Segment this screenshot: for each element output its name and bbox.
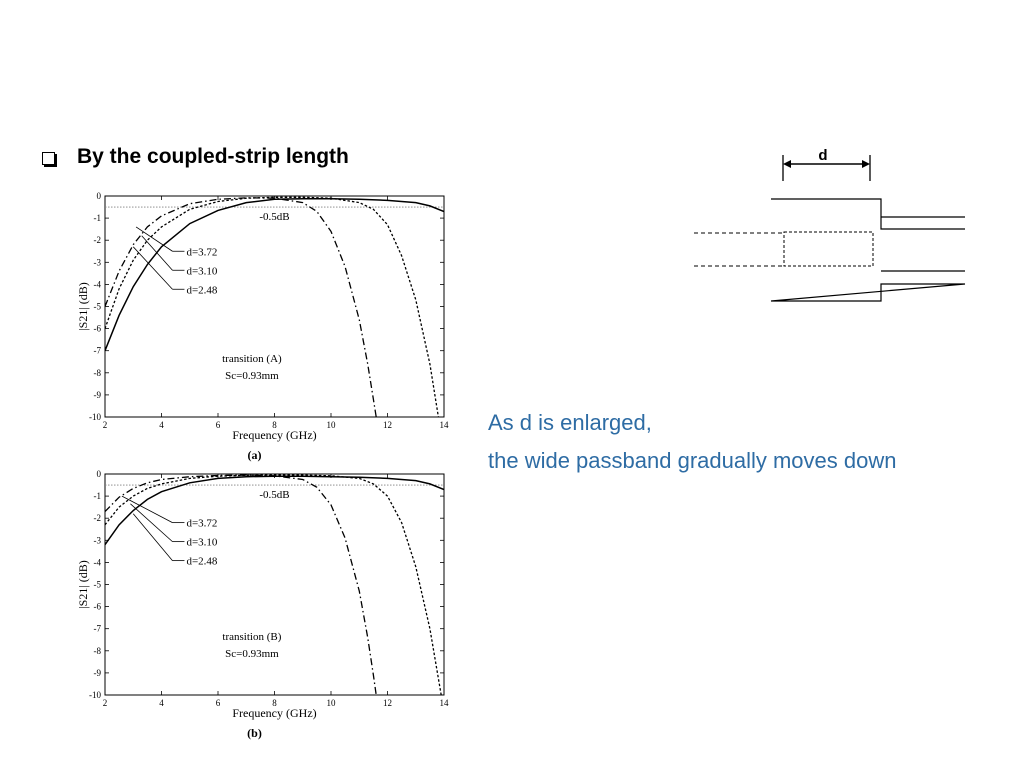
chart-a-legend-entry: d=3.10 [186,265,217,277]
chart-a-series-d-3-72 [105,197,377,417]
chart-b-xtick-label: 4 [159,698,164,708]
chart-b-ytick-label: -6 [94,602,102,612]
chart-a-ytick-label: -10 [89,412,101,422]
chart-b-ytick-label: -8 [94,646,102,656]
chart-b-ytick-label: -9 [94,668,102,678]
chart-a-xtick-label: 6 [216,420,221,430]
chart-a-ytick-label: -8 [94,368,102,378]
dimension-label: d [818,147,827,164]
bullet-text: By the coupled-strip length [77,145,349,168]
chart-b-annotation-transition: transition (B) [222,631,281,643]
chart-b-legend-leader [130,503,173,542]
chart-b-series-d-3-10 [105,474,442,695]
chart-b-ytick-label: -3 [94,535,102,545]
chart-a-legend-entry: d=3.72 [186,246,217,258]
chart-b-xtick-label: 6 [216,698,221,708]
chart-a-plot-frame [104,195,445,418]
chart-b-xtick-label: 12 [383,698,392,708]
chart-a-xtick-label: 2 [103,420,108,430]
chart-a-ylabel: |S21| (dB) [78,282,90,330]
chart-a-series-d-2-48 [105,197,444,351]
chart-a-annotation-transition: transition (A) [222,353,282,365]
chart-b-xtick-label: 2 [103,698,108,708]
chart-a-ytick-label: -9 [94,390,102,400]
outer-conductor [770,198,966,302]
chart-a-ytick-label: -2 [94,235,102,245]
coupled-strip [783,231,874,267]
note-line-1: As d is enlarged, [488,410,652,435]
chart-a-ytick-label: -3 [94,257,102,267]
chart-a-ytick-label: -1 [94,213,102,223]
chart-a-xtick-label: 12 [383,420,392,430]
chart-a-ytick-label: -7 [94,346,102,356]
chart-a: 0 -1 -2 -3 -4 -5 -6 -7 -8 -9 -102 4 6 8 10 12 14 -0.5dB d=… [78,191,450,462]
chart-b-annotation-sc: Sc=0.93mm [225,648,279,660]
chart-b-legend-entry: d=3.72 [186,518,217,530]
coupled-strip-schematic: d [694,147,966,302]
checkbox-bullet-icon [42,151,55,165]
chart-a-panel-label: (a) [248,448,262,462]
chart-a-ytick-label: -5 [94,302,102,312]
note-line-2: the wide passband gradually moves down [488,448,897,473]
chart-b-legend-entry: d=3.10 [186,537,217,549]
chart-b-ytick-label: 0 [97,469,102,479]
chart-a-ytick-label: 0 [97,191,102,201]
chart-b: 0 -1 -2 -3 -4 -5 -6 -7 -8 -9 -102 4 6 8 10 12 14 -0.5dB d=… [78,469,450,740]
chart-a-series-d-3-10 [105,196,440,417]
chart-a-reference-label: -0.5dB [259,211,289,223]
chart-b-legend-leader [132,513,173,561]
chart-b-ytick-label: -2 [94,513,102,523]
chart-b-xlabel: Frequency (GHz) [232,706,316,720]
chart-b-ylabel: |S21| (dB) [78,560,90,608]
chart-a-xtick-label: 10 [327,420,337,430]
arrowhead-right-icon [862,160,870,168]
chart-a-xtick-label: 8 [272,420,277,430]
chart-a-legend-leader [135,226,173,252]
chart-b-legend-leader [121,495,173,523]
chart-b-panel-label: (b) [247,726,262,740]
chart-a-legend-leader [132,246,173,290]
chart-a-legend-leader [141,235,173,271]
chart-b-series-d-2-48 [105,475,444,546]
chart-b-ytick-label: -10 [89,690,101,700]
arrowhead-left-icon [783,160,791,168]
chart-a-xtick-label: 14 [440,420,450,430]
chart-b-ytick-label: -5 [94,580,102,590]
chart-b-ytick-label: -7 [94,624,102,634]
chart-b-series-d-3-72 [105,474,377,695]
chart-a-xlabel: Frequency (GHz) [232,428,316,442]
chart-b-ytick-label: -1 [94,491,102,501]
chart-b-reference-label: -0.5dB [259,489,289,501]
chart-b-ytick-label: -4 [94,557,102,567]
chart-a-legend-entry: d=2.48 [186,284,217,296]
chart-b-xtick-label: 8 [272,698,277,708]
chart-b-xtick-label: 10 [327,698,337,708]
chart-b-legend-entry: d=2.48 [186,556,217,568]
chart-b-xtick-label: 14 [440,698,450,708]
bullet-heading: By the coupled-strip length [42,145,349,169]
chart-a-xtick-label: 4 [159,420,164,430]
chart-a-ytick-label: -6 [94,324,102,334]
chart-a-annotation-sc: Sc=0.93mm [225,370,279,382]
chart-a-ytick-label: -4 [94,279,102,289]
